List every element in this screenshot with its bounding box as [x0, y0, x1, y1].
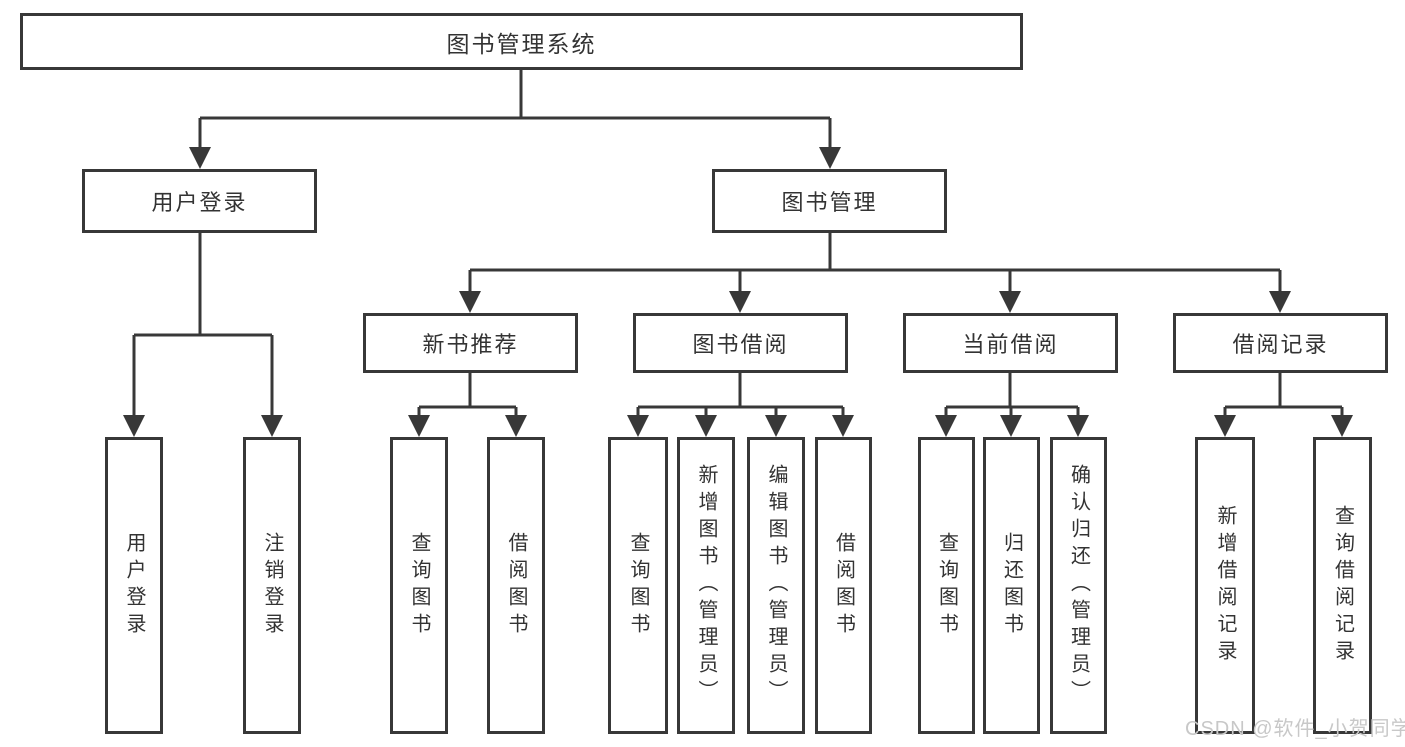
- node-label: 新增借阅记录: [1214, 504, 1236, 667]
- leaf-return-books: 归还图书: [983, 437, 1040, 734]
- node-new-book-recommend: 新书推荐: [363, 313, 578, 373]
- node-label: 注销登录: [261, 531, 283, 640]
- leaf-query-borrow-record: 查询借阅记录: [1313, 437, 1372, 734]
- node-book-borrow: 图书借阅: [633, 313, 848, 373]
- leaf-borrow-books: 借阅图书: [815, 437, 872, 734]
- leaf-query-books-recommend: 查询图书: [390, 437, 448, 734]
- node-label: 查询借阅记录: [1331, 504, 1354, 667]
- node-label: 查询图书: [408, 531, 430, 640]
- node-label: 图书管理: [781, 190, 878, 215]
- node-label: 查询图书: [935, 531, 958, 640]
- node-label: 图书借阅: [692, 332, 789, 357]
- node-label: 当前借阅: [962, 332, 1059, 357]
- leaf-borrow-books-recommend: 借阅图书: [487, 437, 545, 734]
- node-user-login: 用户登录: [82, 169, 317, 233]
- leaf-add-books-admin: 新增图书（管理员）: [677, 437, 735, 734]
- node-label: 查询图书: [627, 531, 649, 640]
- node-label: 确认归还（管理员）: [1067, 464, 1090, 707]
- leaf-edit-books-admin: 编辑图书（管理员）: [747, 437, 805, 734]
- leaf-query-books-borrow: 查询图书: [608, 437, 668, 734]
- node-label: 新增图书（管理员）: [695, 464, 717, 707]
- node-label: 借阅图书: [832, 531, 855, 640]
- node-borrow-records: 借阅记录: [1173, 313, 1388, 373]
- node-library-management-system: 图书管理系统: [20, 13, 1023, 70]
- node-label: 借阅记录: [1232, 332, 1329, 357]
- node-label: 用户登录: [151, 190, 248, 215]
- node-label: 借阅图书: [505, 531, 527, 640]
- node-label: 归还图书: [1000, 531, 1023, 640]
- leaf-confirm-return-admin: 确认归还（管理员）: [1050, 437, 1107, 734]
- node-label: 新书推荐: [422, 332, 519, 357]
- node-label: 图书管理系统: [446, 30, 597, 57]
- watermark: CSDN @软件_小贺同学: [1185, 718, 1405, 740]
- leaf-add-borrow-record: 新增借阅记录: [1195, 437, 1255, 734]
- node-label: 编辑图书（管理员）: [765, 464, 787, 707]
- leaf-query-books-current: 查询图书: [918, 437, 975, 734]
- leaf-user-login: 用户登录: [105, 437, 163, 734]
- node-current-borrow: 当前借阅: [903, 313, 1118, 373]
- node-book-management: 图书管理: [712, 169, 947, 233]
- leaf-logout: 注销登录: [243, 437, 301, 734]
- node-label: 用户登录: [123, 531, 145, 640]
